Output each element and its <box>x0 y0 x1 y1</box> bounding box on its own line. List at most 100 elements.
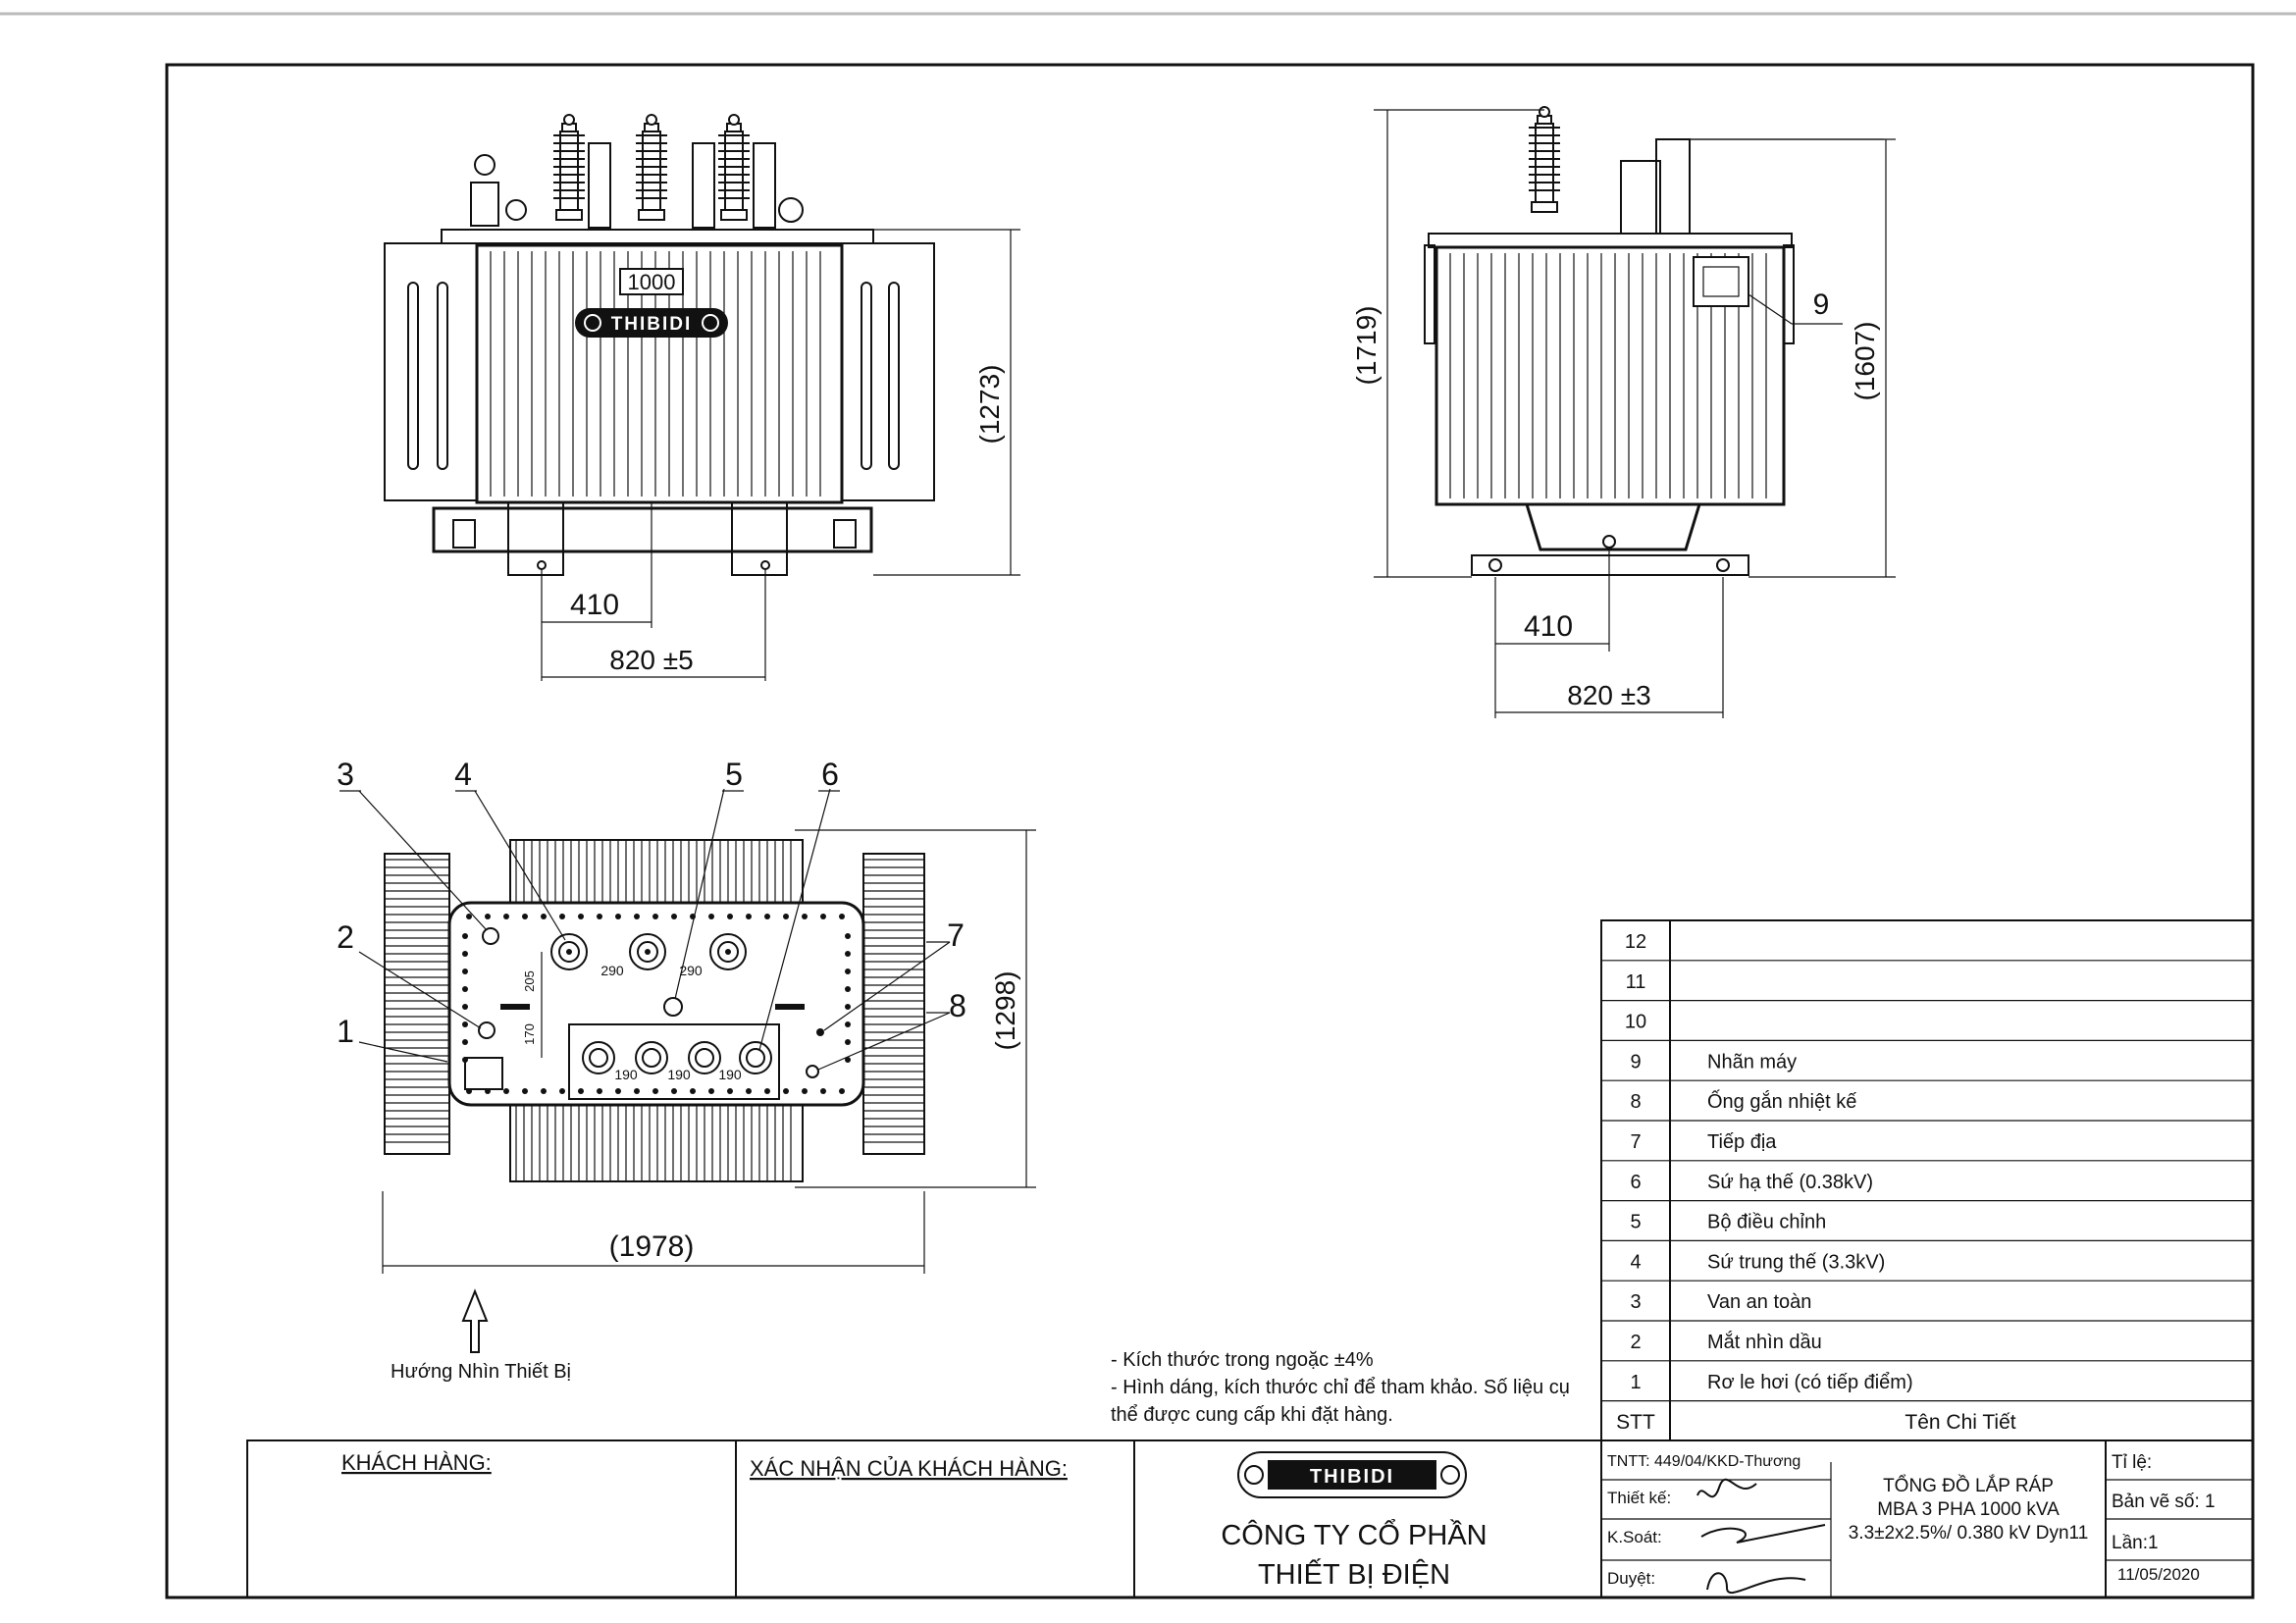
view-direction-label: Hướng Nhìn Thiết Bị <box>391 1361 571 1383</box>
front-view: 1000 THIBIDI (1273) <box>384 114 1020 681</box>
hv-spacing-label: 290 <box>600 963 624 978</box>
callout-3: 3 <box>337 757 354 792</box>
callout-2: 2 <box>337 919 354 955</box>
part-name: Ống gắn nhiệt kế <box>1707 1089 1856 1113</box>
bolt <box>690 1088 696 1094</box>
lv-bushing <box>635 1041 668 1074</box>
top-length-label: (1978) <box>609 1230 695 1263</box>
bolt <box>845 986 851 992</box>
bolt <box>597 1088 602 1094</box>
revision: Lần:1 <box>2112 1533 2159 1553</box>
customer-label: KHÁCH HÀNG: <box>341 1450 492 1475</box>
part-name: Tiếp địa <box>1707 1131 1777 1153</box>
left-radiator-slots <box>407 282 900 470</box>
part-number: 10 <box>1625 1012 1646 1033</box>
safety-valve <box>482 927 499 945</box>
bolt <box>708 1088 714 1094</box>
top-length-dimension: (1978) <box>382 1191 925 1274</box>
radiator-outline <box>509 839 804 904</box>
note-3: thể được cung cấp khi đặt hàng. <box>1111 1404 1393 1426</box>
title-block: KHÁCH HÀNG: XÁC NHẬN CỦA KHÁCH HÀNG: THI… <box>246 1440 2254 1598</box>
bolt <box>522 914 528 919</box>
hv-bushing <box>709 933 747 970</box>
bolt <box>845 1021 851 1027</box>
top-view: 290 290 190 190 190 205 170 1 2 3 4 5 <box>337 757 1036 1383</box>
bolt <box>541 1088 547 1094</box>
parts-header-name: Tên Chi Tiết <box>1905 1411 2015 1434</box>
top-width-dimension: (1298) <box>795 829 1036 1188</box>
part-number: 12 <box>1625 931 1646 953</box>
bolt <box>845 969 851 974</box>
company-line-1: CÔNG TY CỔ PHẦN <box>1221 1518 1487 1551</box>
bolt <box>845 933 851 939</box>
thermometer-pocket <box>806 1065 819 1078</box>
brand-label: THIBIDI <box>611 314 693 335</box>
bolt <box>597 914 602 919</box>
approver-signature <box>1706 1572 1806 1595</box>
logo-text: THIBIDI <box>1310 1466 1394 1488</box>
bolt <box>820 1088 826 1094</box>
side-half-gauge-label: 410 <box>1524 610 1573 643</box>
lv-spacing-label: 190 <box>614 1067 638 1082</box>
bolt <box>541 914 547 919</box>
part-name: Bộ điều chỉnh <box>1707 1212 1826 1233</box>
check-label: K.Soát: <box>1607 1528 1662 1546</box>
part-number: 9 <box>1630 1051 1641 1073</box>
bolt <box>783 1088 789 1094</box>
left-radiator-bank <box>384 853 450 1155</box>
drawing-title-1: TỔNG ĐỒ LẮP RÁP <box>1883 1475 2054 1496</box>
callout-9: 9 <box>1813 288 1830 321</box>
bolt <box>845 1039 851 1045</box>
hv-bushing <box>550 933 588 970</box>
part-number: 1 <box>1630 1372 1641 1393</box>
bolt <box>578 914 584 919</box>
side-tank-height-label: (1607) <box>1850 322 1880 401</box>
lv-bushing <box>688 1041 721 1074</box>
bolt <box>845 1057 851 1063</box>
bolt <box>462 1039 468 1045</box>
callout-8: 8 <box>949 988 966 1023</box>
rating-plate <box>619 268 684 295</box>
callout-4: 4 <box>454 757 472 792</box>
hv-bushing <box>629 933 666 970</box>
bolt <box>559 914 565 919</box>
front-height-dimension: (1273) <box>873 229 1020 576</box>
upper-radiator-bank <box>509 839 804 904</box>
bolt <box>578 1088 584 1094</box>
brand-logo: THIBIDI <box>575 308 728 338</box>
lv-bushing <box>739 1041 772 1074</box>
bolt <box>671 914 677 919</box>
callout-7: 7 <box>947 917 965 953</box>
part-number: 6 <box>1630 1172 1641 1193</box>
checker-signature <box>1700 1524 1826 1544</box>
view-direction-arrow <box>461 1288 489 1353</box>
tank-fins <box>1449 253 1767 498</box>
sheet-no: Bản vẽ số: 1 <box>2112 1492 2216 1512</box>
design-label: Thiết kế: <box>1607 1489 1671 1507</box>
part-number: 4 <box>1630 1251 1641 1273</box>
bolt <box>615 914 621 919</box>
drawing-title-2: MBA 3 PHA 1000 kVA <box>1877 1499 2060 1520</box>
bolt <box>727 914 733 919</box>
callout-1: 1 <box>337 1014 354 1049</box>
bolt <box>485 914 491 919</box>
part-number: 5 <box>1630 1212 1641 1233</box>
bolt <box>462 933 468 939</box>
cover-bolts <box>462 914 851 1094</box>
side-total-height-label: (1719) <box>1351 306 1382 386</box>
rating-label: 1000 <box>628 270 676 294</box>
part-name: Van an toàn <box>1707 1291 1811 1313</box>
radiator-outline <box>509 1104 804 1182</box>
part-number: 11 <box>1626 971 1646 993</box>
company-logo: THIBIDI <box>1237 1451 1467 1498</box>
drawing-title-3: 3.3±2x2.5%/ 0.380 kV Dyn11 <box>1849 1523 2089 1544</box>
bolt <box>462 1021 468 1027</box>
part-name: Sứ trung thế (3.3kV) <box>1707 1251 1885 1273</box>
front-height-label: (1273) <box>974 365 1005 445</box>
oil-level-gauge <box>478 1021 496 1039</box>
top-width-label: (1298) <box>990 971 1020 1051</box>
dim-205-label: 205 <box>522 970 537 992</box>
